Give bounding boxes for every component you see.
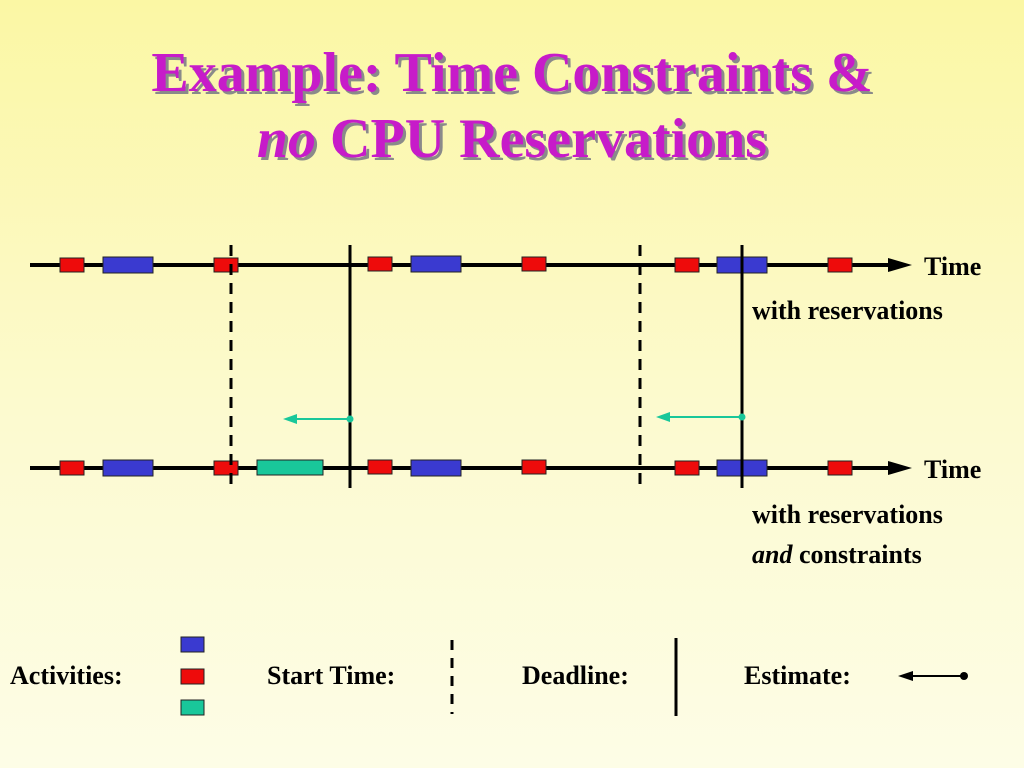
legend-start-time-label: Start Time: [267,661,396,690]
title-line-2: no CPU Reservations [0,106,1024,172]
activity-red [827,460,853,476]
and-emphasis: and [752,540,793,569]
estimate-arrow [656,412,746,422]
activity-red [367,459,393,475]
legend-activities-label: Activities: [10,661,123,690]
activity-red [674,257,700,273]
activity-red [59,460,85,476]
activity-red [213,460,239,476]
title-line-2-rest: CPU Reservations [316,108,768,170]
timeline-bottom-time-label: Time [924,455,982,484]
timeline-top [30,255,912,274]
activity-red [213,257,239,273]
activity-red [827,257,853,273]
timeline-bottom-arrowhead [888,461,912,475]
activity-red [674,460,700,476]
legend-estimate-label: Estimate: [744,661,851,690]
legend-activity-green-swatch [180,699,205,716]
title-line-1: Example: Time Constraints & [151,42,873,104]
timeline-bottom-caption-line-1: with reservations [752,500,943,529]
timeline-bottom-caption-line-2: and constraints [752,540,922,570]
activity-green [256,459,324,476]
legend-deadline-label: Deadline: [522,661,629,690]
activity-blue [102,256,154,274]
estimate-arrow [283,414,354,424]
timeline-top-caption: with reservations [752,296,943,325]
activity-blue [410,459,462,477]
activity-red [59,257,85,273]
timeline-bottom [30,459,912,477]
legend-estimate-symbol [898,671,968,681]
activity-red [521,256,547,272]
title-no-emphasis: no [256,108,317,170]
constraints-text: constraints [792,540,922,569]
activity-red [521,459,547,475]
slide-title: Example: Time Constraints & no CPU Reser… [0,40,1024,172]
legend-activity-red-swatch [180,668,205,685]
timeline-top-time-label: Time [924,252,982,281]
activity-blue [410,255,462,273]
activity-red [367,256,393,272]
legend-activity-blue-swatch [180,636,205,653]
activity-blue [102,459,154,477]
timeline-top-arrowhead [888,258,912,272]
